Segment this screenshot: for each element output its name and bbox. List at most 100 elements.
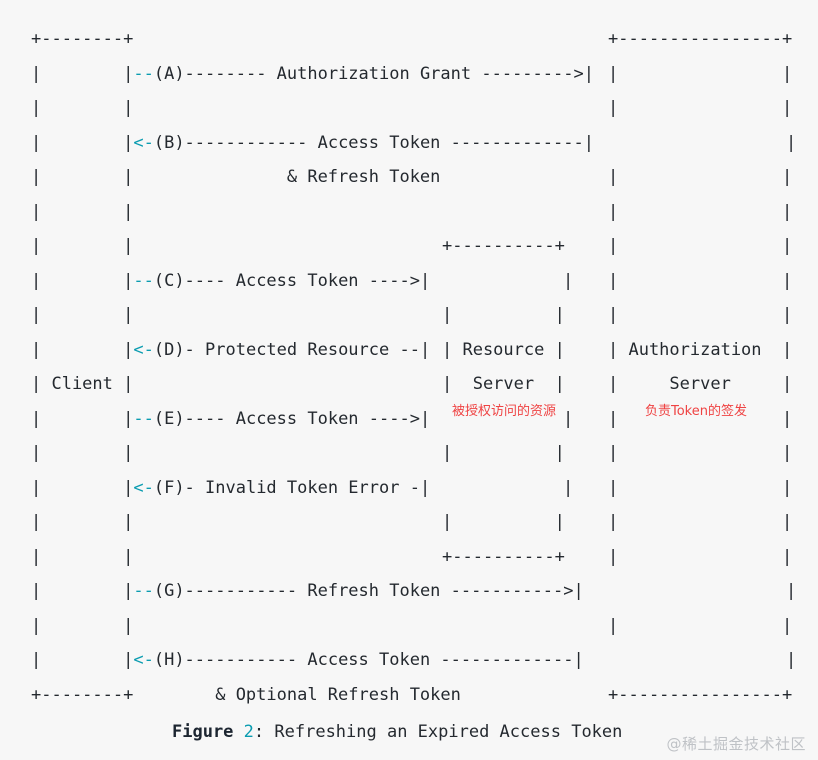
ascii-text: | | xyxy=(31,271,134,291)
resource-server-annotation: 被授权访问的资源 xyxy=(452,404,557,419)
ascii-text: | | xyxy=(31,581,134,601)
ascii-line: | |--(A)-------- Authorization Grant ---… xyxy=(31,63,594,85)
ascii-text: | Client | xyxy=(31,374,134,394)
ascii-text: | xyxy=(786,650,797,670)
ascii-line: | xyxy=(563,270,573,292)
ascii-line: | | xyxy=(31,615,133,637)
ascii-text: (E)---- Access Token ---->| xyxy=(153,409,431,429)
ascii-line: | | xyxy=(31,97,133,119)
ascii-line: +----------------+ xyxy=(608,684,792,706)
ascii-line: +--------+ & Optional Refresh Token xyxy=(31,684,461,706)
ascii-line: | | xyxy=(608,615,792,637)
ascii-line: | xyxy=(563,408,573,430)
ascii-line: | Server | xyxy=(608,373,792,395)
ascii-line: | Server | xyxy=(442,373,565,395)
arrow-marker: -- xyxy=(133,64,154,84)
ascii-line: | | xyxy=(442,442,565,464)
ascii-text: | | xyxy=(442,443,565,463)
ascii-line: | | xyxy=(608,546,792,568)
ascii-text: (A)-------- Authorization Grant --------… xyxy=(153,64,594,84)
ascii-line: | | xyxy=(31,511,133,533)
ascii-line: | | xyxy=(608,442,792,464)
arrow-marker: -- xyxy=(133,409,154,429)
ascii-line: | | xyxy=(608,304,792,326)
ascii-text: | | xyxy=(442,512,565,532)
ascii-text: | | xyxy=(31,443,134,463)
ascii-text: | | xyxy=(608,547,793,567)
ascii-line: | | xyxy=(31,235,133,257)
ascii-text: | | xyxy=(31,616,134,636)
ascii-text: (B)------------ Access Token -----------… xyxy=(153,133,594,153)
figure-caption-word: Figure xyxy=(172,722,234,742)
ascii-text: | | xyxy=(608,443,793,463)
ascii-line: | | xyxy=(442,304,565,326)
ascii-text: +--------+ xyxy=(31,29,134,49)
ascii-line: | | xyxy=(31,201,133,223)
ascii-text: | | xyxy=(31,133,134,153)
ascii-line: | xyxy=(786,132,796,154)
ascii-line: +----------+ xyxy=(442,235,565,257)
ascii-line: +--------+ xyxy=(31,28,133,50)
figure-caption-rest: : Refreshing an Expired Access Token xyxy=(253,722,623,742)
ascii-line: | | xyxy=(608,511,792,533)
ascii-line: | Client | xyxy=(31,373,133,395)
ascii-text: | xyxy=(563,409,574,429)
arrow-marker: <- xyxy=(133,133,154,153)
ascii-text: | | xyxy=(31,98,134,118)
ascii-line: | xyxy=(786,580,796,602)
ascii-line: +----------------+ xyxy=(608,28,792,50)
ascii-text: | xyxy=(563,478,574,498)
ascii-text: | xyxy=(563,271,574,291)
arrow-marker: -- xyxy=(133,581,154,601)
ascii-line: | |--(G)----------- Refresh Token ------… xyxy=(31,580,584,602)
ascii-line: | | xyxy=(31,546,133,568)
ascii-text: +----------------+ xyxy=(608,685,793,705)
ascii-text: | | xyxy=(608,167,793,187)
ascii-text: | | xyxy=(608,236,793,256)
ascii-line: | | xyxy=(608,270,792,292)
ascii-text: | Resource | xyxy=(442,340,565,360)
ascii-text: | | xyxy=(31,64,134,84)
ascii-text: | | xyxy=(31,650,134,670)
ascii-text: +----------+ xyxy=(442,547,565,567)
ascii-line: | | xyxy=(31,442,133,464)
ascii-line: | |--(C)---- Access Token ---->| xyxy=(31,270,430,292)
ascii-text: | | xyxy=(31,409,134,429)
arrow-marker: <- xyxy=(133,478,154,498)
ascii-text: | | xyxy=(31,512,134,532)
watermark: @稀土掘金技术社区 xyxy=(666,735,806,753)
ascii-text: | | xyxy=(608,409,793,429)
ascii-text: | xyxy=(786,133,797,153)
ascii-line: | |<-(D)- Protected Resource --| xyxy=(31,339,430,361)
ascii-text: | Server | xyxy=(442,374,565,394)
ascii-line: | | xyxy=(442,511,565,533)
ascii-line: | | xyxy=(608,477,792,499)
ascii-line: | | xyxy=(608,201,792,223)
ascii-text: (C)---- Access Token ---->| xyxy=(153,271,431,291)
figure-caption-number: 2 xyxy=(243,722,254,742)
ascii-text: | Authorization | xyxy=(608,340,793,360)
ascii-text: | | xyxy=(608,64,793,84)
ascii-text: | | xyxy=(31,305,134,325)
ascii-line: | xyxy=(563,477,573,499)
ascii-text: | | xyxy=(31,478,134,498)
arrow-marker: <- xyxy=(133,650,154,670)
ascii-text: | | xyxy=(608,616,793,636)
ascii-text: | | xyxy=(31,547,134,567)
ascii-text: | | & Refresh Token xyxy=(31,167,441,187)
ascii-line: | | xyxy=(608,97,792,119)
ascii-text: | | xyxy=(608,512,793,532)
ascii-line: | |<-(F)- Invalid Token Error -| xyxy=(31,477,430,499)
ascii-text: | | xyxy=(442,305,565,325)
ascii-text: | | xyxy=(31,340,134,360)
ascii-line: | Authorization | xyxy=(608,339,792,361)
ascii-line: | | xyxy=(608,235,792,257)
ascii-text: (G)----------- Refresh Token -----------… xyxy=(153,581,584,601)
ascii-text: | | xyxy=(608,98,793,118)
ascii-line: | xyxy=(786,649,796,671)
ascii-text: | Server | xyxy=(608,374,793,394)
ascii-text: | xyxy=(786,581,797,601)
arrow-marker: -- xyxy=(133,271,154,291)
ascii-line: | | & Refresh Token xyxy=(31,166,440,188)
